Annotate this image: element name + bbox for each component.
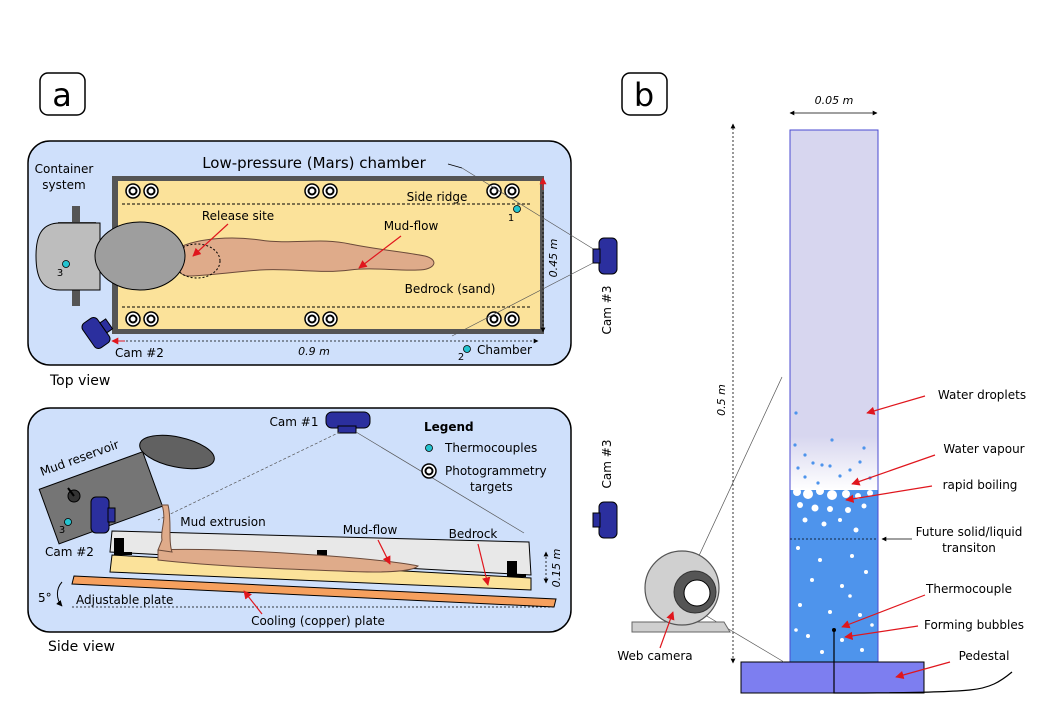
web-camera-label: Web camera — [617, 649, 692, 663]
thermocouple-3-top — [62, 260, 70, 268]
release-site-label: Release site — [202, 209, 274, 223]
reservoir-lid — [139, 434, 215, 470]
bedrock-label: Bedrock (sand) — [405, 282, 496, 296]
thermocouple-2 — [463, 345, 471, 353]
legend-title: Legend — [424, 420, 474, 434]
water-vapour-label: Water vapour — [943, 442, 1024, 456]
bedrock-side-label: Bedrock — [449, 527, 498, 541]
tube-width-label: 0.05 m — [815, 94, 854, 107]
cam1-label: Cam #1 — [270, 415, 319, 429]
svg-text:b: b — [634, 76, 654, 114]
chamber-title: Low-pressure (Mars) chamber — [202, 154, 426, 172]
panel-label-b: b — [621, 72, 668, 116]
webcam-icon — [644, 550, 720, 626]
cam3-top: Cam #3 — [451, 167, 618, 337]
container-lid — [94, 221, 186, 291]
legend-target-icon — [421, 463, 437, 479]
svg-text:3: 3 — [59, 525, 65, 536]
mud-flow-top — [174, 237, 435, 277]
width-dimension-label: 0.45 m — [547, 239, 560, 278]
cam2-side-label: Cam #2 — [45, 545, 94, 559]
side-ridge-label: Side ridge — [407, 190, 468, 204]
pedestal — [740, 661, 925, 694]
svg-text:a: a — [52, 76, 72, 114]
adjustable-plate-label: Adjustable plate — [76, 593, 173, 607]
thermocouple-1 — [513, 205, 521, 213]
side-view: Cam #1 Legend Thermocouples Photogrammet… — [27, 407, 572, 655]
svg-text:3: 3 — [57, 268, 63, 279]
top-view-label: Top view — [49, 373, 110, 389]
container-body — [35, 222, 101, 291]
forming-bubbles-label: Forming bubbles — [924, 618, 1024, 632]
mud-extrusion-label: Mud extrusion — [180, 515, 265, 529]
panel-b: 0.05 m 0.5 m — [617, 94, 1026, 694]
thermocouple-3-side — [64, 518, 72, 526]
cooling-plate-label: Cooling (copper) plate — [251, 614, 385, 628]
legend: Legend Thermocouples Photogrammetry targ… — [421, 420, 547, 494]
height-dimension-label: 0.15 m — [550, 549, 563, 588]
legend-photogrammetry-1: Photogrammetry — [445, 464, 547, 478]
svg-text:2: 2 — [458, 352, 464, 363]
cam3-side-icon — [592, 501, 618, 539]
legend-thermocouples: Thermocouples — [444, 441, 537, 455]
transition-label-1: Future solid/liquid — [916, 525, 1023, 539]
release-site-outline — [173, 243, 221, 279]
mud-flow-side — [157, 548, 419, 573]
side-view-label: Side view — [48, 639, 115, 655]
vapour-region — [790, 130, 878, 490]
cam3-top-icon — [592, 237, 618, 275]
chamber-label: Chamber — [477, 343, 532, 357]
cam3-side-label: Cam #3 — [600, 440, 614, 489]
container-system-label-1: Container — [35, 162, 94, 176]
angle-label: 5° — [38, 591, 52, 605]
cam2-top-icon — [81, 317, 114, 349]
pedestal-label: Pedestal — [959, 649, 1010, 663]
top-view: Low-pressure (Mars) chamber Container sy… — [27, 140, 572, 389]
mud-flow-side-label: Mud-flow — [343, 523, 398, 537]
tube-height-label: 0.5 m — [715, 384, 728, 416]
cam1-icon — [325, 411, 371, 434]
thermocouple-label: Thermocouple — [925, 582, 1012, 596]
panel-label-a: a — [39, 72, 86, 116]
cam3-top-label: Cam #3 — [600, 286, 614, 335]
length-dimension-label: 0.9 m — [298, 345, 330, 358]
mud-flow-label: Mud-flow — [384, 219, 439, 233]
water-droplets-label: Water droplets — [938, 388, 1026, 402]
cam2-side-icon — [90, 496, 116, 534]
mud-extrusion-shape — [157, 504, 173, 553]
container-bracket-top — [72, 206, 80, 226]
svg-text:1: 1 — [508, 213, 514, 224]
legend-thermocouple-icon — [425, 444, 433, 452]
rapid-boiling-label: rapid boiling — [943, 478, 1018, 492]
container-bracket-bottom — [72, 286, 80, 306]
transition-label-2: transiton — [942, 541, 996, 555]
cam2-top-label: Cam #2 — [115, 346, 164, 360]
legend-photogrammetry-2: targets — [470, 480, 513, 494]
container-system-label-2: system — [42, 178, 85, 192]
thermocouple-wire — [833, 630, 1013, 694]
cam3-side: Cam #3 — [592, 440, 618, 539]
